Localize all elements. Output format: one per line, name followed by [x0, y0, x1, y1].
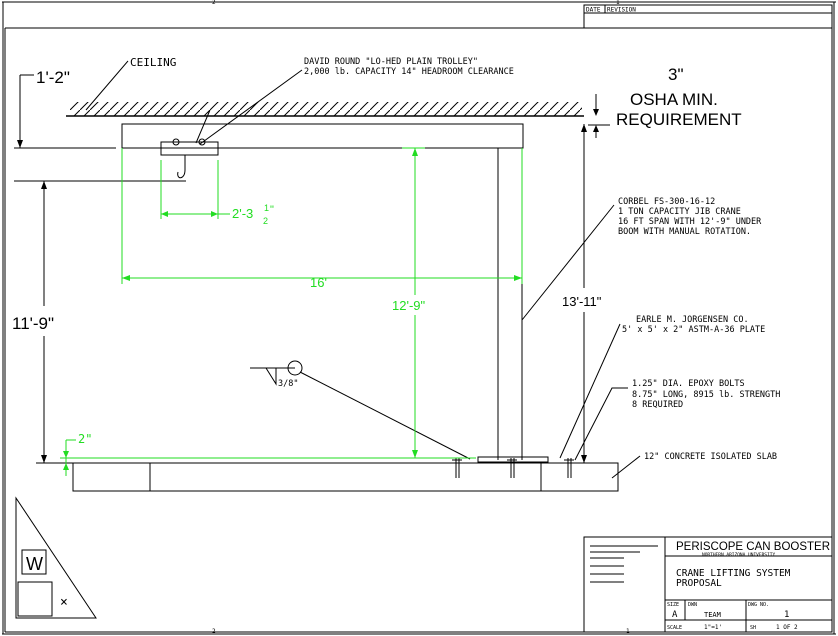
bottom-gap-label: 2" — [78, 432, 92, 446]
span-label: 16' — [310, 275, 327, 290]
dimension-left-height: 11'-9" — [12, 180, 186, 464]
logo-letter-x: × — [60, 595, 68, 610]
border-mark: 1 — [616, 0, 620, 6]
osha-line2: REQUIREMENT — [616, 110, 742, 129]
revision-date-label: DATE — [586, 7, 601, 14]
left-height-label: 11'-9" — [12, 314, 54, 333]
osha-line1: OSHA MIN. — [630, 90, 718, 109]
dwn-label: DWN — [688, 602, 697, 608]
weld-symbol: 3/8" — [250, 360, 471, 460]
logo-letter-w: W — [26, 554, 43, 574]
top-clearance-label: 1'-2" — [36, 68, 70, 87]
jib-label-line4: BOOM WITH MANUAL ROTATION. — [618, 227, 751, 237]
revision-label: REVISION — [607, 7, 636, 14]
trolley-label-line2: 2,000 lb. CAPACITY 14" HEADROOM CLEARANC… — [304, 67, 514, 77]
jib-label-line3: 16 FT SPAN WITH 12'-9" UNDER — [618, 217, 762, 227]
trolley: DAVID ROUND "LO-HED PLAIN TROLLEY" 2,000… — [160, 57, 514, 179]
concrete-slab — [72, 462, 619, 492]
under-boom-label: 12'-9" — [392, 298, 426, 313]
trolley-offset-fraction-den: 2 — [263, 216, 268, 226]
sheet-value: 1 OF 2 — [776, 624, 798, 631]
ceiling: CEILING — [66, 56, 584, 117]
drawing-title-line2: PROPOSAL — [676, 578, 722, 589]
jib-label-line1: CORBEL FS-300-16-12 — [618, 197, 715, 207]
bolts-label-line1: 1.25" DIA. EPOXY BOLTS — [632, 379, 745, 389]
dimension-under-boom: 12'-9" — [392, 147, 426, 458]
bolts-label-line2: 8.75" LONG, 8915 lb. STRENGTH — [632, 390, 780, 400]
ceiling-label: CEILING — [130, 56, 176, 69]
anchor-bolt — [452, 458, 462, 478]
dwg-value: 1 — [784, 610, 789, 620]
university-name: NORTHERN ARIZONA UNIVERSITY — [702, 552, 775, 558]
drawing-title-line1: CRANE LIFTING SYSTEM — [676, 568, 791, 579]
project-title: PERISCOPE CAN BOOSTER — [676, 541, 830, 553]
dwg-label: DWG NO. — [748, 602, 769, 608]
osha-value: 3" — [668, 65, 684, 84]
trolley-label-line1: DAVID ROUND "LO-HED PLAIN TROLLEY" — [304, 57, 478, 67]
revision-block: DATE REVISION — [583, 4, 833, 29]
boom-beam — [121, 123, 524, 149]
anchor-bolt — [507, 458, 517, 478]
dimension-overall: 13'-11" — [562, 124, 602, 463]
scale-label: SCALE — [667, 625, 682, 631]
overall-label: 13'-11" — [562, 294, 602, 309]
size-value: A — [672, 610, 678, 620]
border-mark: 2 — [212, 0, 216, 6]
trolley-offset-fraction-num: 1 — [264, 203, 269, 213]
plate-label-line2: 5' x 5' x 2" ASTM-A-36 PLATE — [622, 325, 765, 335]
trolley-offset-inch: " — [270, 204, 274, 216]
trolley-offset-label: 2'-3 — [232, 206, 253, 221]
jib-mast — [497, 148, 523, 460]
bolts-note: 1.25" DIA. EPOXY BOLTS 8.75" LONG, 8915 … — [574, 379, 780, 461]
dimension-trolley-offset: 2'-3 1 2 " — [160, 160, 274, 226]
dwn-value: TEAM — [704, 611, 721, 619]
jib-label-line2: 1 TON CAPACITY JIB CRANE — [618, 207, 741, 217]
jib-note: CORBEL FS-300-16-12 1 TON CAPACITY JIB C… — [521, 197, 762, 321]
logo: W × — [15, 496, 97, 619]
base-plate — [452, 456, 574, 478]
plate-label-line1: EARLE M. JORGENSEN CO. — [636, 315, 749, 325]
sheet-label: SH — [750, 625, 756, 631]
size-label: SIZE — [667, 602, 679, 608]
osha-requirement: 3" OSHA MIN. REQUIREMENT — [588, 65, 742, 138]
dimension-top-clearance: 1'-2" — [14, 68, 116, 149]
dimension-bottom-gap: 2" — [60, 432, 476, 476]
plate-note: EARLE M. JORGENSEN CO. 5' x 5' x 2" ASTM… — [559, 315, 765, 459]
border-mark: 2 — [212, 628, 216, 635]
dimension-span: 16' — [121, 148, 523, 290]
slab-note: 12" CONCRETE ISOLATED SLAB — [611, 452, 777, 479]
slab-label: 12" CONCRETE ISOLATED SLAB — [644, 452, 777, 462]
scale-value: 1"=1' — [704, 624, 722, 631]
title-block: PERISCOPE CAN BOOSTER NORTHERN ARIZONA U… — [583, 536, 833, 633]
bolts-label-line3: 8 REQUIRED — [632, 400, 683, 410]
weld-size: 3/8" — [278, 379, 298, 389]
anchor-bolt — [564, 458, 574, 478]
